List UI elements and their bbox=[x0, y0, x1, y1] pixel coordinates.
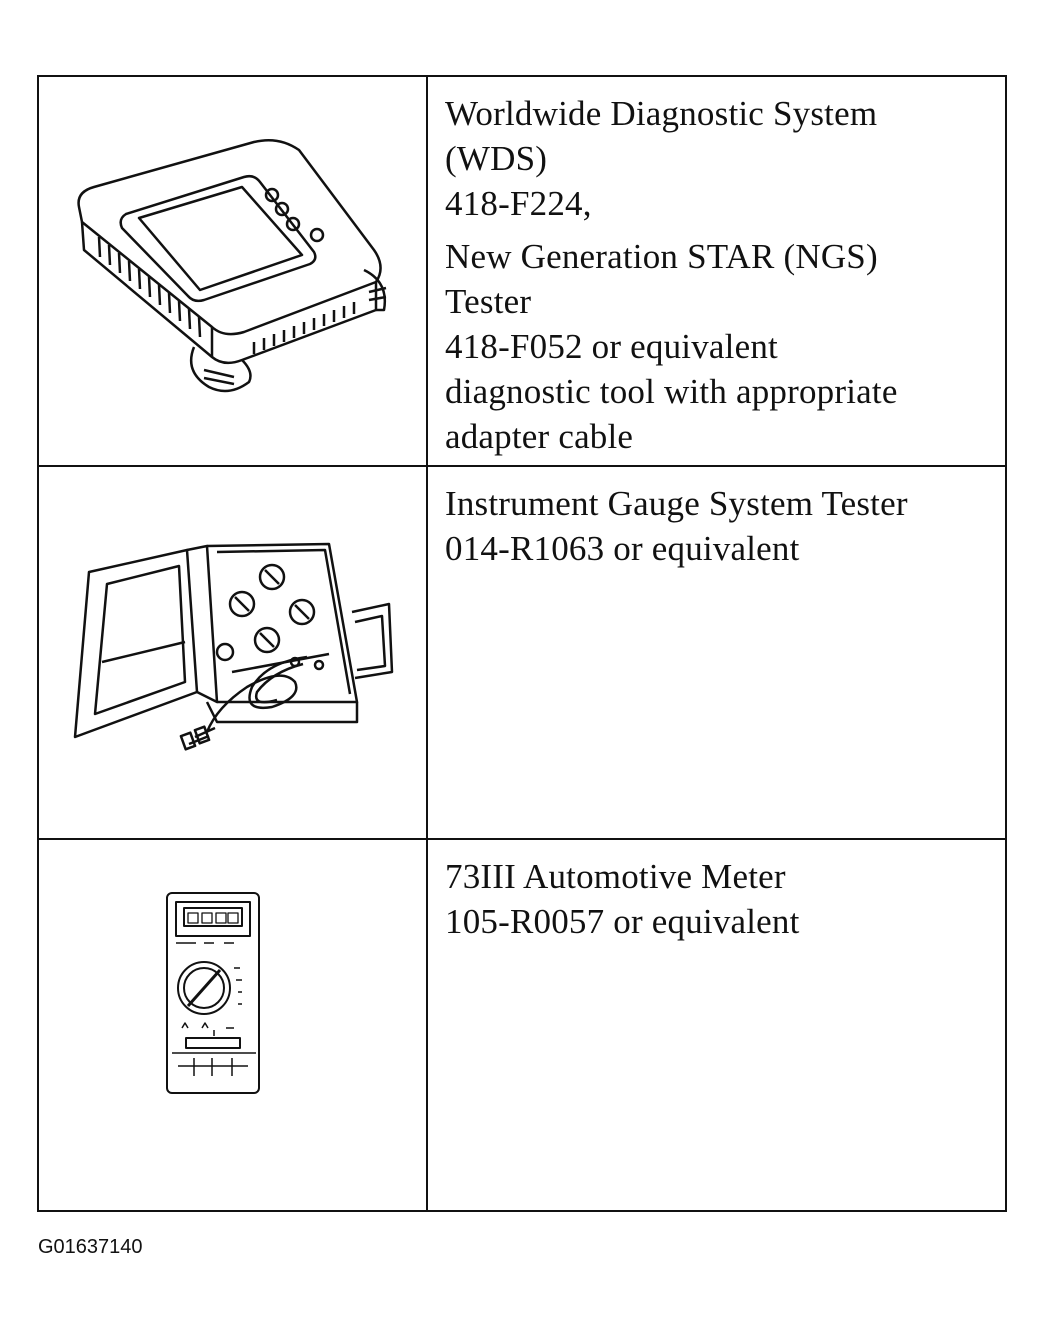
tool-description-line: 418-F224, bbox=[445, 184, 592, 223]
multimeter-icon bbox=[166, 892, 260, 1094]
gauge-tester-case-icon bbox=[73, 542, 394, 751]
special-tools-table: Worldwide Diagnostic System (WDS) 418-F2… bbox=[37, 75, 1007, 1212]
tool-description-line: Worldwide Diagnostic System bbox=[445, 94, 878, 133]
tool-description-line: 014-R1063 or equivalent bbox=[445, 529, 800, 568]
tool-row-wds-ngs: Worldwide Diagnostic System (WDS) 418-F2… bbox=[39, 77, 1005, 467]
tool-description-cell: 73III Automotive Meter 105-R0057 or equi… bbox=[428, 840, 1005, 1210]
tool-description-line: Tester bbox=[445, 282, 532, 321]
tool-row-multimeter: 73III Automotive Meter 105-R0057 or equi… bbox=[39, 840, 1005, 1210]
tool-description-line: diagnostic tool with appropriate bbox=[445, 372, 898, 411]
tool-description-line: Instrument Gauge System Tester bbox=[445, 484, 908, 523]
figure-id: G01637140 bbox=[38, 1236, 143, 1258]
illustration-cell bbox=[39, 840, 428, 1210]
tool-row-gauge-tester: Instrument Gauge System Tester 014-R1063… bbox=[39, 467, 1005, 840]
illustration-cell bbox=[39, 77, 428, 465]
tool-description-line: 418-F052 or equivalent bbox=[445, 327, 778, 366]
tool-description-cell: Instrument Gauge System Tester 014-R1063… bbox=[428, 467, 1005, 838]
tool-description-line: adapter cable bbox=[445, 417, 634, 456]
tool-description-line: 73III Automotive Meter bbox=[445, 857, 786, 896]
tool-description-line: 105-R0057 or equivalent bbox=[445, 902, 800, 941]
tool-description-line: New Generation STAR (NGS) bbox=[445, 237, 878, 276]
diagnostic-tablet-icon bbox=[77, 139, 387, 393]
illustration-cell bbox=[39, 467, 428, 838]
tool-description-cell: Worldwide Diagnostic System (WDS) 418-F2… bbox=[428, 77, 1005, 465]
tool-description-line: (WDS) bbox=[445, 139, 548, 178]
